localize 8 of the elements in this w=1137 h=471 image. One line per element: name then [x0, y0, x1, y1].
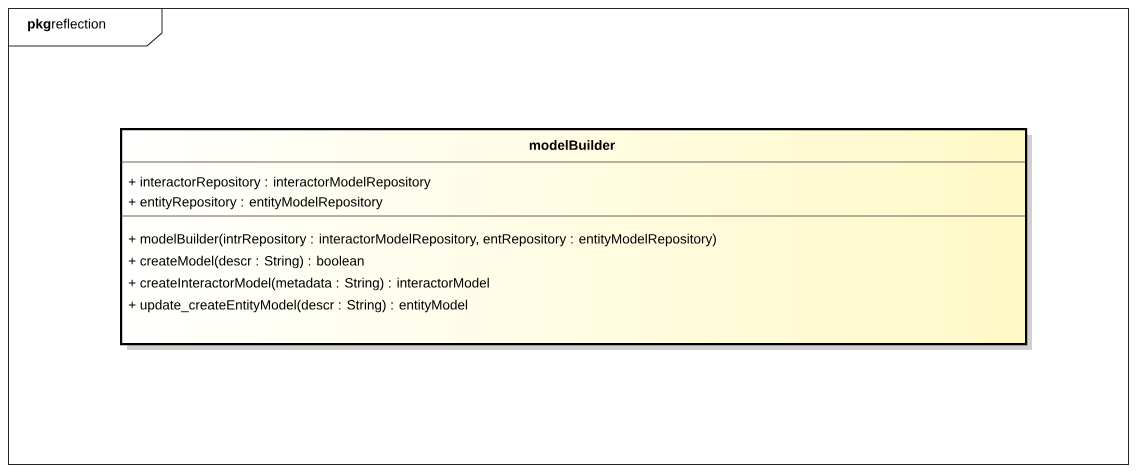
operation-text: + createModel(descr : String) : boolean — [128, 255, 364, 269]
operation-text: + createInteractorModel(metadata : String) : interactorModel — [128, 277, 489, 291]
attribute-text: + entityRepository : entityModelRepository — [128, 196, 383, 210]
attribute-text: + interactorRepository : interactorModelRepository — [128, 176, 431, 190]
operation-text: + update_createEntityModel(descr : String) : entityModel — [128, 299, 468, 313]
operation-text: + modelBuilder(intrRepository : interactorModelRepository, entRepository : entityModelRepository) — [128, 233, 716, 247]
class-box — [119, 128, 1032, 350]
class-name: modelBuilder — [529, 140, 615, 150]
